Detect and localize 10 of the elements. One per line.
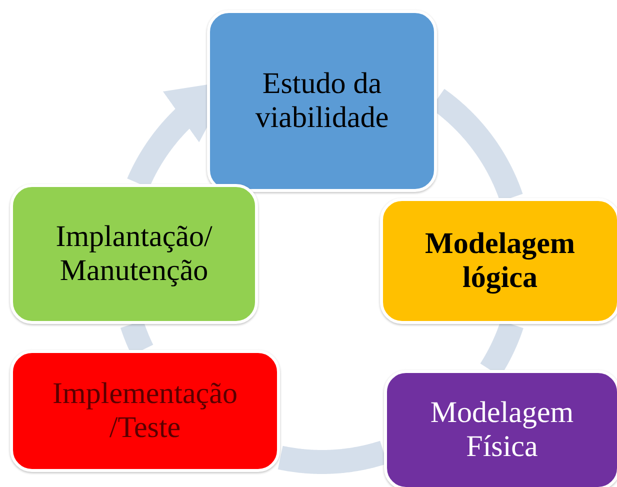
- process-box: [10, 350, 280, 472]
- step-label: Modelagem Física: [429, 396, 575, 464]
- process-box: [380, 198, 617, 324]
- step-label: Modelagem lógica: [424, 226, 576, 296]
- process-box: [10, 184, 258, 324]
- step-label: Estudo da viabilidade: [254, 66, 390, 136]
- step-label: Implementação /Teste: [52, 376, 238, 446]
- process-box: [384, 370, 617, 487]
- step-label: Implantação/ Manutenção: [54, 220, 214, 288]
- process-box: [207, 10, 437, 192]
